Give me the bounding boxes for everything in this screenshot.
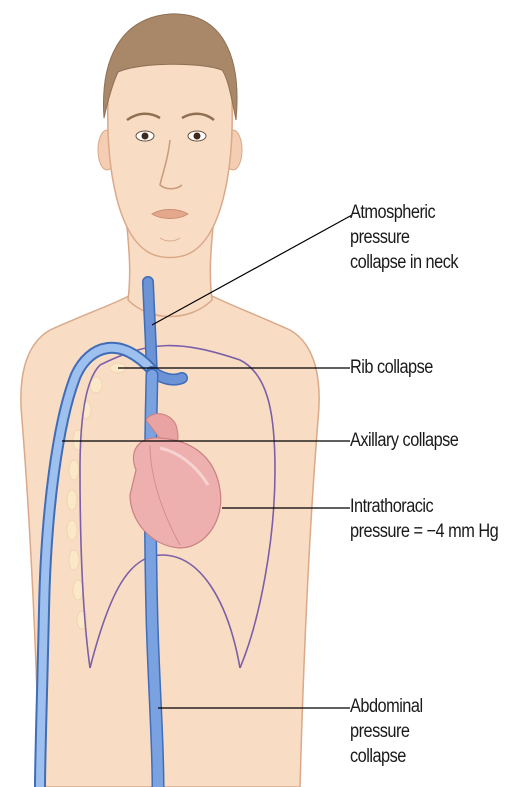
label-intrathoracic-line-1: Intrathoracic [350,494,498,519]
label-abdominal-line-3: collapse [350,744,423,769]
label-axillary-text: Axillary collapse [350,428,458,453]
label-axillary-collapse: Axillary collapse [350,428,458,453]
label-abdominal-line-1: Abdominal [350,694,423,719]
label-abdominal-line-2: pressure [350,719,423,744]
label-neck-line-2: pressure [350,225,458,250]
right-pupil [194,133,201,140]
label-rib-text: Rib collapse [350,355,433,380]
label-intrathoracic-pressure: Intrathoracic pressure = −4 mm Hg [350,494,498,544]
label-intrathoracic-line-2: pressure = −4 mm Hg [350,519,498,544]
label-neck-collapse: Atmospheric pressure collapse in neck [350,200,458,275]
label-neck-line-3: collapse in neck [350,250,458,275]
label-abdominal-collapse: Abdominal pressure collapse [350,694,423,769]
left-pupil [142,133,149,140]
label-rib-collapse: Rib collapse [350,355,433,380]
label-neck-line-1: Atmospheric [350,200,458,225]
